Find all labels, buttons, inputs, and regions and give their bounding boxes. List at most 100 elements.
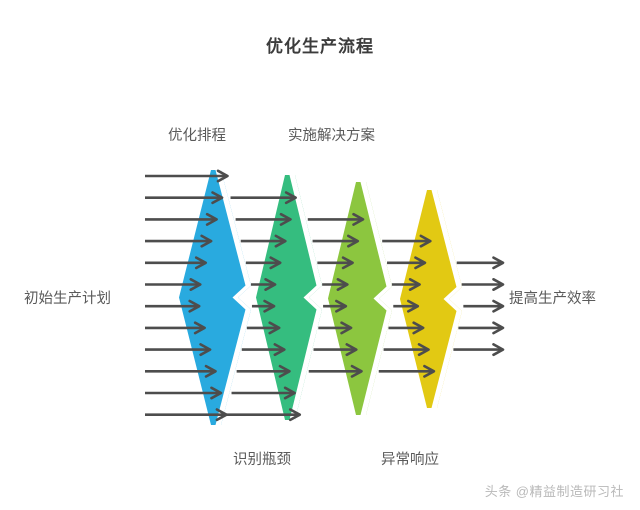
flow-arrow-in-6: [145, 277, 202, 292]
stage-label-identify-bottleneck: 识别瓶颈: [233, 452, 291, 468]
flow-arrow-s1-s2-8: [241, 343, 286, 357]
flow-arrow-s1-s2-10: [231, 386, 296, 400]
flow-arrow-s2-s3-2-head: [346, 234, 360, 248]
flow-arrow-s1-s2-11-head: [288, 408, 302, 422]
flow-arrow-out-5: [453, 343, 505, 357]
flow-arrow-in-12-head: [215, 408, 228, 422]
flow-arrow-in-3-head: [205, 212, 218, 226]
flow-arrow-in-5-head: [194, 256, 208, 270]
stage-label-exception-response: 异常响应: [381, 452, 439, 468]
stage-split-stripe-2: [289, 175, 322, 420]
flow-arrow-s2-s3-6-head: [340, 321, 353, 335]
flow-arrow-s1-s2-1: [230, 191, 297, 205]
output-label: 提高生产效率: [509, 291, 596, 307]
flow-arrow-s1-s2-2: [235, 212, 292, 226]
stage-body-2: [256, 175, 322, 420]
stage-body-1: [179, 170, 251, 425]
flow-arrow-in-7: [145, 299, 201, 313]
flow-arrow-s2-s3-7: [313, 343, 358, 357]
flow-arrow-in-10-head: [204, 364, 217, 378]
flow-arrow-s1-s2-3: [240, 234, 287, 248]
flow-arrow-in-9: [145, 343, 212, 357]
flow-arrow-s1-s2-7: [246, 321, 281, 335]
flow-arrow-s3-s4-3: [391, 277, 421, 292]
flow-arrow-out-5-head: [492, 343, 505, 357]
flow-arrow-s3-s4-5-head: [412, 321, 425, 335]
flow-arrow-s2-s3-1-head: [352, 212, 365, 226]
flow-arrow-s2-s3-4-head: [336, 277, 349, 292]
input-label: 初始生产计划: [24, 291, 111, 307]
flow-arrow-in-1-head: [216, 169, 229, 183]
flow-arrow-out-2-head: [492, 277, 505, 292]
flow-arrow-s3-s4-4: [393, 299, 420, 313]
stage-label-implement-solution: 实施解决方案: [288, 128, 375, 144]
flow-arrow-in-7-head: [188, 299, 201, 313]
flow-arrow-s3-s4-2: [387, 256, 427, 270]
flow-arrow-out-2: [461, 277, 505, 292]
stage-shape-1: [179, 170, 251, 425]
flow-arrow-in-1: [145, 169, 229, 183]
flow-arrow-s3-s4-6: [383, 343, 430, 357]
stage-split-stripe-3: [360, 182, 392, 415]
flow-arrow-s2-s3-8: [308, 364, 363, 378]
flow-arrow-s1-s2-6: [251, 299, 276, 313]
flow-arrow-s3-s4-3-head: [408, 277, 421, 292]
flow-arrow-s2-s3-2: [312, 234, 360, 248]
flow-arrow-in-11-head: [210, 386, 223, 400]
flow-arrow-s2-s3-3-head: [341, 256, 354, 270]
flow-arrow-s3-s4-1-head: [419, 234, 432, 248]
stage-body-4: [400, 190, 462, 408]
flow-arrow-s2-s3-4: [322, 277, 349, 292]
stage-shape-4: [400, 190, 462, 408]
flow-arrow-s1-s2-4-head: [269, 256, 282, 270]
flow-arrow-out-1: [456, 256, 505, 270]
flow-arrow-in-4: [145, 234, 213, 248]
flow-arrow-in-8: [145, 321, 206, 335]
flow-arrows-layer: [145, 169, 505, 422]
flow-arrow-s1-s2-10-head: [283, 386, 296, 400]
flow-arrow-in-8-head: [193, 321, 206, 335]
flow-arrow-in-3: [145, 212, 218, 226]
flow-arrow-in-4-head: [200, 234, 213, 248]
flow-arrow-out-4: [458, 321, 505, 335]
flow-arrow-out-3: [463, 299, 505, 313]
flow-arrow-s3-s4-6-head: [417, 343, 430, 357]
flow-arrow-s1-s2-9-head: [278, 364, 291, 378]
flow-arrow-s1-s2-5: [250, 277, 277, 292]
flow-arrow-in-11: [145, 386, 223, 400]
flow-arrow-in-5: [145, 256, 208, 270]
flow-arrow-s2-s3-7-head: [345, 343, 358, 357]
flow-arrow-out-4-head: [492, 321, 505, 335]
flow-arrow-s1-s2-6-head: [263, 299, 276, 313]
flow-arrow-out-3-head: [492, 299, 505, 313]
flow-arrow-s2-s3-6: [318, 321, 353, 335]
flow-arrow-in-2-head: [211, 191, 224, 205]
flow-arrow-s1-s2-1-head: [284, 191, 297, 205]
flow-arrow-s2-s3-3: [317, 256, 354, 270]
stage-shapes-layer: [179, 170, 462, 425]
flow-arrow-s3-s4-7: [378, 364, 436, 378]
flow-arrow-out-1-head: [492, 256, 505, 270]
flow-arrow-s1-s2-4: [245, 256, 282, 270]
flow-arrow-s1-s2-2-head: [279, 212, 292, 226]
flow-arrow-s1-s2-9: [236, 364, 291, 378]
flow-arrow-in-10: [145, 364, 217, 378]
stage-label-optimize-scheduling: 优化排程: [168, 128, 226, 144]
flow-arrow-s1-s2-5-head: [264, 277, 277, 292]
stage-split-stripe-4: [431, 190, 462, 408]
flow-arrow-in-6-head: [189, 277, 202, 292]
flow-arrow-in-12: [145, 408, 228, 422]
flow-arrow-s3-s4-2-head: [414, 256, 427, 270]
flow-arrow-s1-s2-3-head: [274, 234, 287, 248]
flow-arrow-s3-s4-7-head: [423, 364, 436, 378]
flow-arrow-s2-s3-1: [307, 212, 365, 226]
flow-arrow-s2-s3-5: [323, 299, 348, 313]
stage-split-stripe-1: [215, 170, 251, 425]
flow-arrow-in-9-head: [199, 343, 212, 357]
flow-arrow-s3-s4-1: [382, 234, 432, 248]
watermark-text: 头条 @精益制造研习社: [484, 484, 624, 499]
flow-arrow-s1-s2-11: [226, 408, 302, 422]
flow-arrow-s2-s3-5-head: [335, 299, 348, 313]
